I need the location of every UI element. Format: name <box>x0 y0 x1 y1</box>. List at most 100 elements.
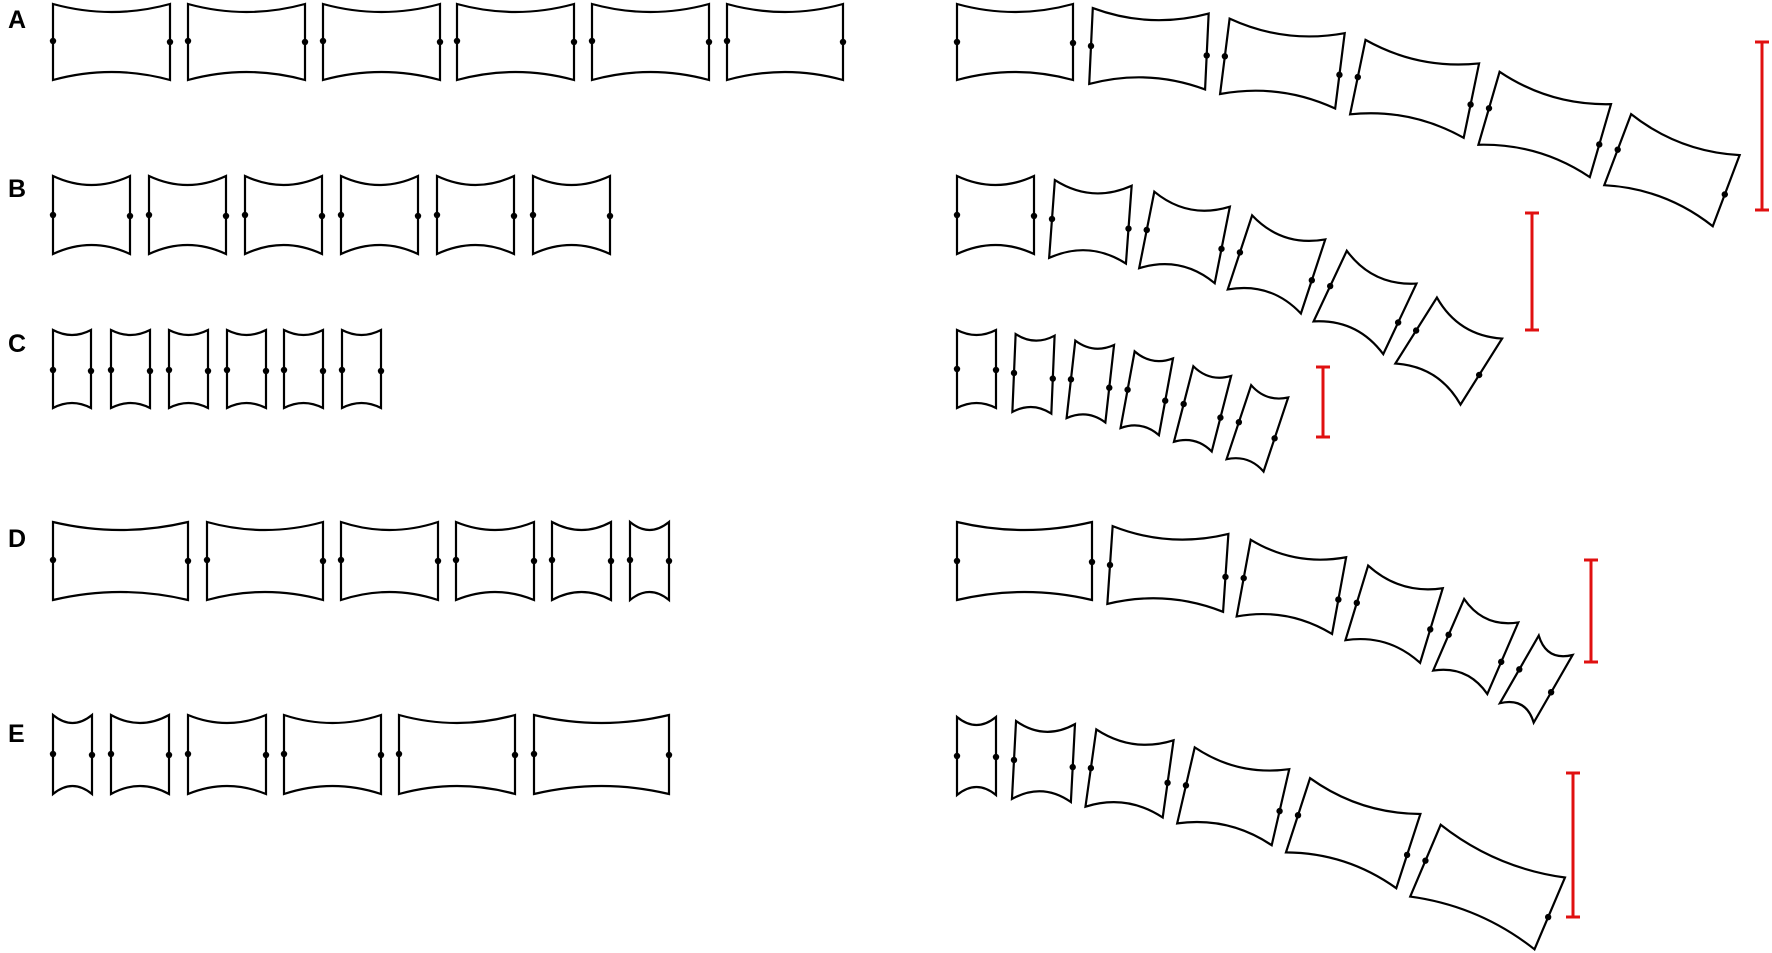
joint-dot <box>1106 384 1113 391</box>
joint-dot <box>1236 249 1244 256</box>
joint-dot <box>377 751 385 759</box>
joint-dot <box>1394 319 1402 326</box>
joint-dot <box>510 212 518 220</box>
segment-block <box>223 328 270 410</box>
segment-block <box>453 2 578 82</box>
segment-block <box>280 713 385 796</box>
joint-dot <box>1125 225 1132 232</box>
joint-dot <box>548 556 556 564</box>
joint-dot <box>166 38 174 46</box>
joint-dot <box>953 38 961 46</box>
joint-dot <box>319 37 327 45</box>
joint-dot <box>570 38 578 46</box>
joint-dot <box>953 365 961 373</box>
joint-dot <box>839 38 847 46</box>
segment-block <box>49 328 95 410</box>
panel-a: A <box>8 2 1769 229</box>
panel-label: D <box>8 525 26 553</box>
segment-block <box>49 520 192 602</box>
joint-dot <box>395 750 403 758</box>
segment-block <box>1408 823 1567 952</box>
segment-block <box>145 174 230 256</box>
segment-block <box>529 174 614 256</box>
joint-dot <box>165 751 173 759</box>
straight-column <box>49 712 673 797</box>
deflection-scale-bar <box>1755 40 1769 212</box>
joint-dot <box>434 557 442 565</box>
joint-dot <box>1030 212 1038 220</box>
bent-column <box>953 174 1504 407</box>
bent-column <box>953 328 1290 474</box>
segment-block <box>107 713 173 796</box>
panel-d: D <box>8 519 1598 726</box>
joint-dot <box>530 750 538 758</box>
segment-block <box>452 520 538 602</box>
joint-dot <box>453 37 461 45</box>
segment-block <box>1010 719 1077 805</box>
segment-block <box>107 328 154 410</box>
joint-dot <box>204 367 212 375</box>
segment-block <box>626 519 673 603</box>
joint-dot <box>1544 913 1552 921</box>
joint-dot <box>1048 215 1056 223</box>
joint-dot <box>145 211 153 219</box>
joint-dot <box>1721 191 1728 198</box>
joint-dot <box>1412 327 1420 334</box>
joint-dot <box>262 751 270 759</box>
segment-block <box>1087 6 1210 91</box>
joint-dot <box>992 366 1000 374</box>
segment-block <box>953 520 1096 602</box>
segment-block <box>165 328 212 410</box>
joint-dot <box>953 752 961 760</box>
joint-dot <box>1087 764 1095 772</box>
bent-column <box>953 714 1567 952</box>
joint-dot <box>87 367 95 375</box>
segment-block <box>588 2 713 82</box>
segment-block <box>319 2 444 82</box>
joint-dot <box>126 212 134 220</box>
joint-dot <box>1164 779 1171 787</box>
segment-block <box>395 713 519 796</box>
segment-block <box>1476 70 1613 179</box>
joint-dot <box>49 556 57 564</box>
joint-dot <box>1162 397 1169 404</box>
joint-dot <box>414 212 422 220</box>
segment-block <box>1065 338 1116 425</box>
joint-dot <box>1427 626 1434 633</box>
joint-dot <box>1067 376 1075 383</box>
joint-dot <box>337 556 345 564</box>
segment-block <box>953 2 1077 82</box>
segment-block <box>184 713 270 796</box>
joint-dot <box>1326 282 1334 290</box>
segment-block <box>953 174 1038 256</box>
joint-dot <box>1222 573 1229 581</box>
segment-block <box>1226 213 1327 316</box>
joint-dot <box>107 366 115 374</box>
segment-block <box>49 712 96 797</box>
joint-dot <box>1335 596 1342 603</box>
bent-column <box>953 2 1742 229</box>
segment-block <box>1348 38 1481 140</box>
deflection-scale-bar <box>1584 558 1598 664</box>
joint-dot <box>1124 386 1131 393</box>
joint-dot <box>433 211 441 219</box>
joint-dot <box>1516 666 1523 673</box>
joint-dot <box>1221 53 1229 60</box>
joint-dot <box>1614 146 1621 153</box>
joint-dot <box>529 211 537 219</box>
joint-dot <box>665 751 673 759</box>
segment-block <box>1431 596 1521 697</box>
joint-dot <box>1336 71 1343 79</box>
joint-dot <box>1087 42 1095 50</box>
joint-dot <box>606 212 614 220</box>
joint-dot <box>953 211 961 219</box>
joint-dot <box>223 366 231 374</box>
joint-dot <box>319 367 327 375</box>
segment-block <box>1175 745 1291 848</box>
joint-dot <box>1069 763 1076 771</box>
joint-dot <box>1445 631 1452 638</box>
segment-block <box>1224 383 1290 474</box>
joint-dot <box>1547 689 1555 696</box>
